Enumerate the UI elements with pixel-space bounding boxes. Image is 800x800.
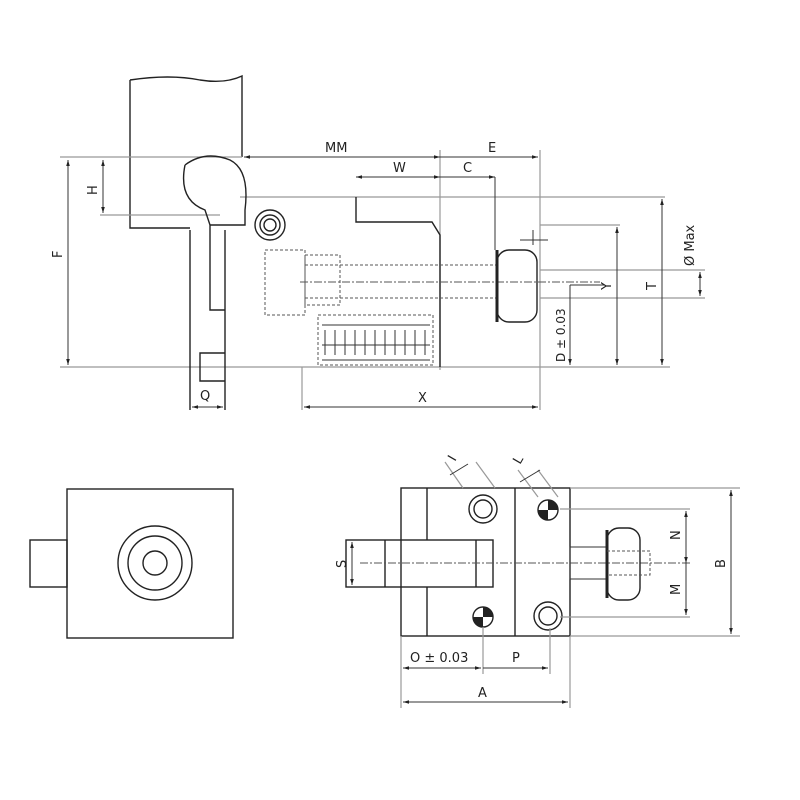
label-o-max: Ø Max	[683, 224, 698, 266]
label-i: I	[445, 453, 460, 464]
label-n: N	[669, 530, 684, 540]
label-w: W	[393, 161, 406, 176]
label-h: H	[86, 185, 101, 195]
side-elevation-view: MM E W C F H Q X Y T Ø Max D ± 0.03	[51, 74, 705, 410]
label-q: Q	[200, 389, 210, 404]
clamp-lever	[182, 155, 247, 311]
label-p: P	[512, 651, 520, 666]
label-t: T	[645, 282, 660, 291]
datum-hole-bottom	[472, 606, 494, 628]
end-view	[29, 488, 234, 639]
label-b: B	[714, 559, 729, 568]
label-mm: MM	[325, 141, 347, 156]
plan-view: S N M B O ± 0.03 P A I L	[335, 453, 740, 708]
label-d: D ± 0.03	[554, 308, 568, 362]
label-x: X	[418, 391, 427, 406]
clamp-base	[189, 230, 226, 410]
label-m: M	[669, 584, 684, 595]
label-e: E	[488, 141, 496, 156]
label-o: O ± 0.03	[410, 651, 468, 666]
label-y: Y	[600, 282, 615, 291]
label-l: L	[510, 453, 527, 467]
spring	[317, 314, 434, 366]
label-f: F	[51, 251, 66, 258]
label-c: C	[463, 161, 472, 176]
datum-hole-top	[537, 499, 559, 521]
label-s: S	[335, 560, 350, 568]
label-a: A	[478, 686, 487, 701]
workpiece-outline	[129, 74, 243, 229]
